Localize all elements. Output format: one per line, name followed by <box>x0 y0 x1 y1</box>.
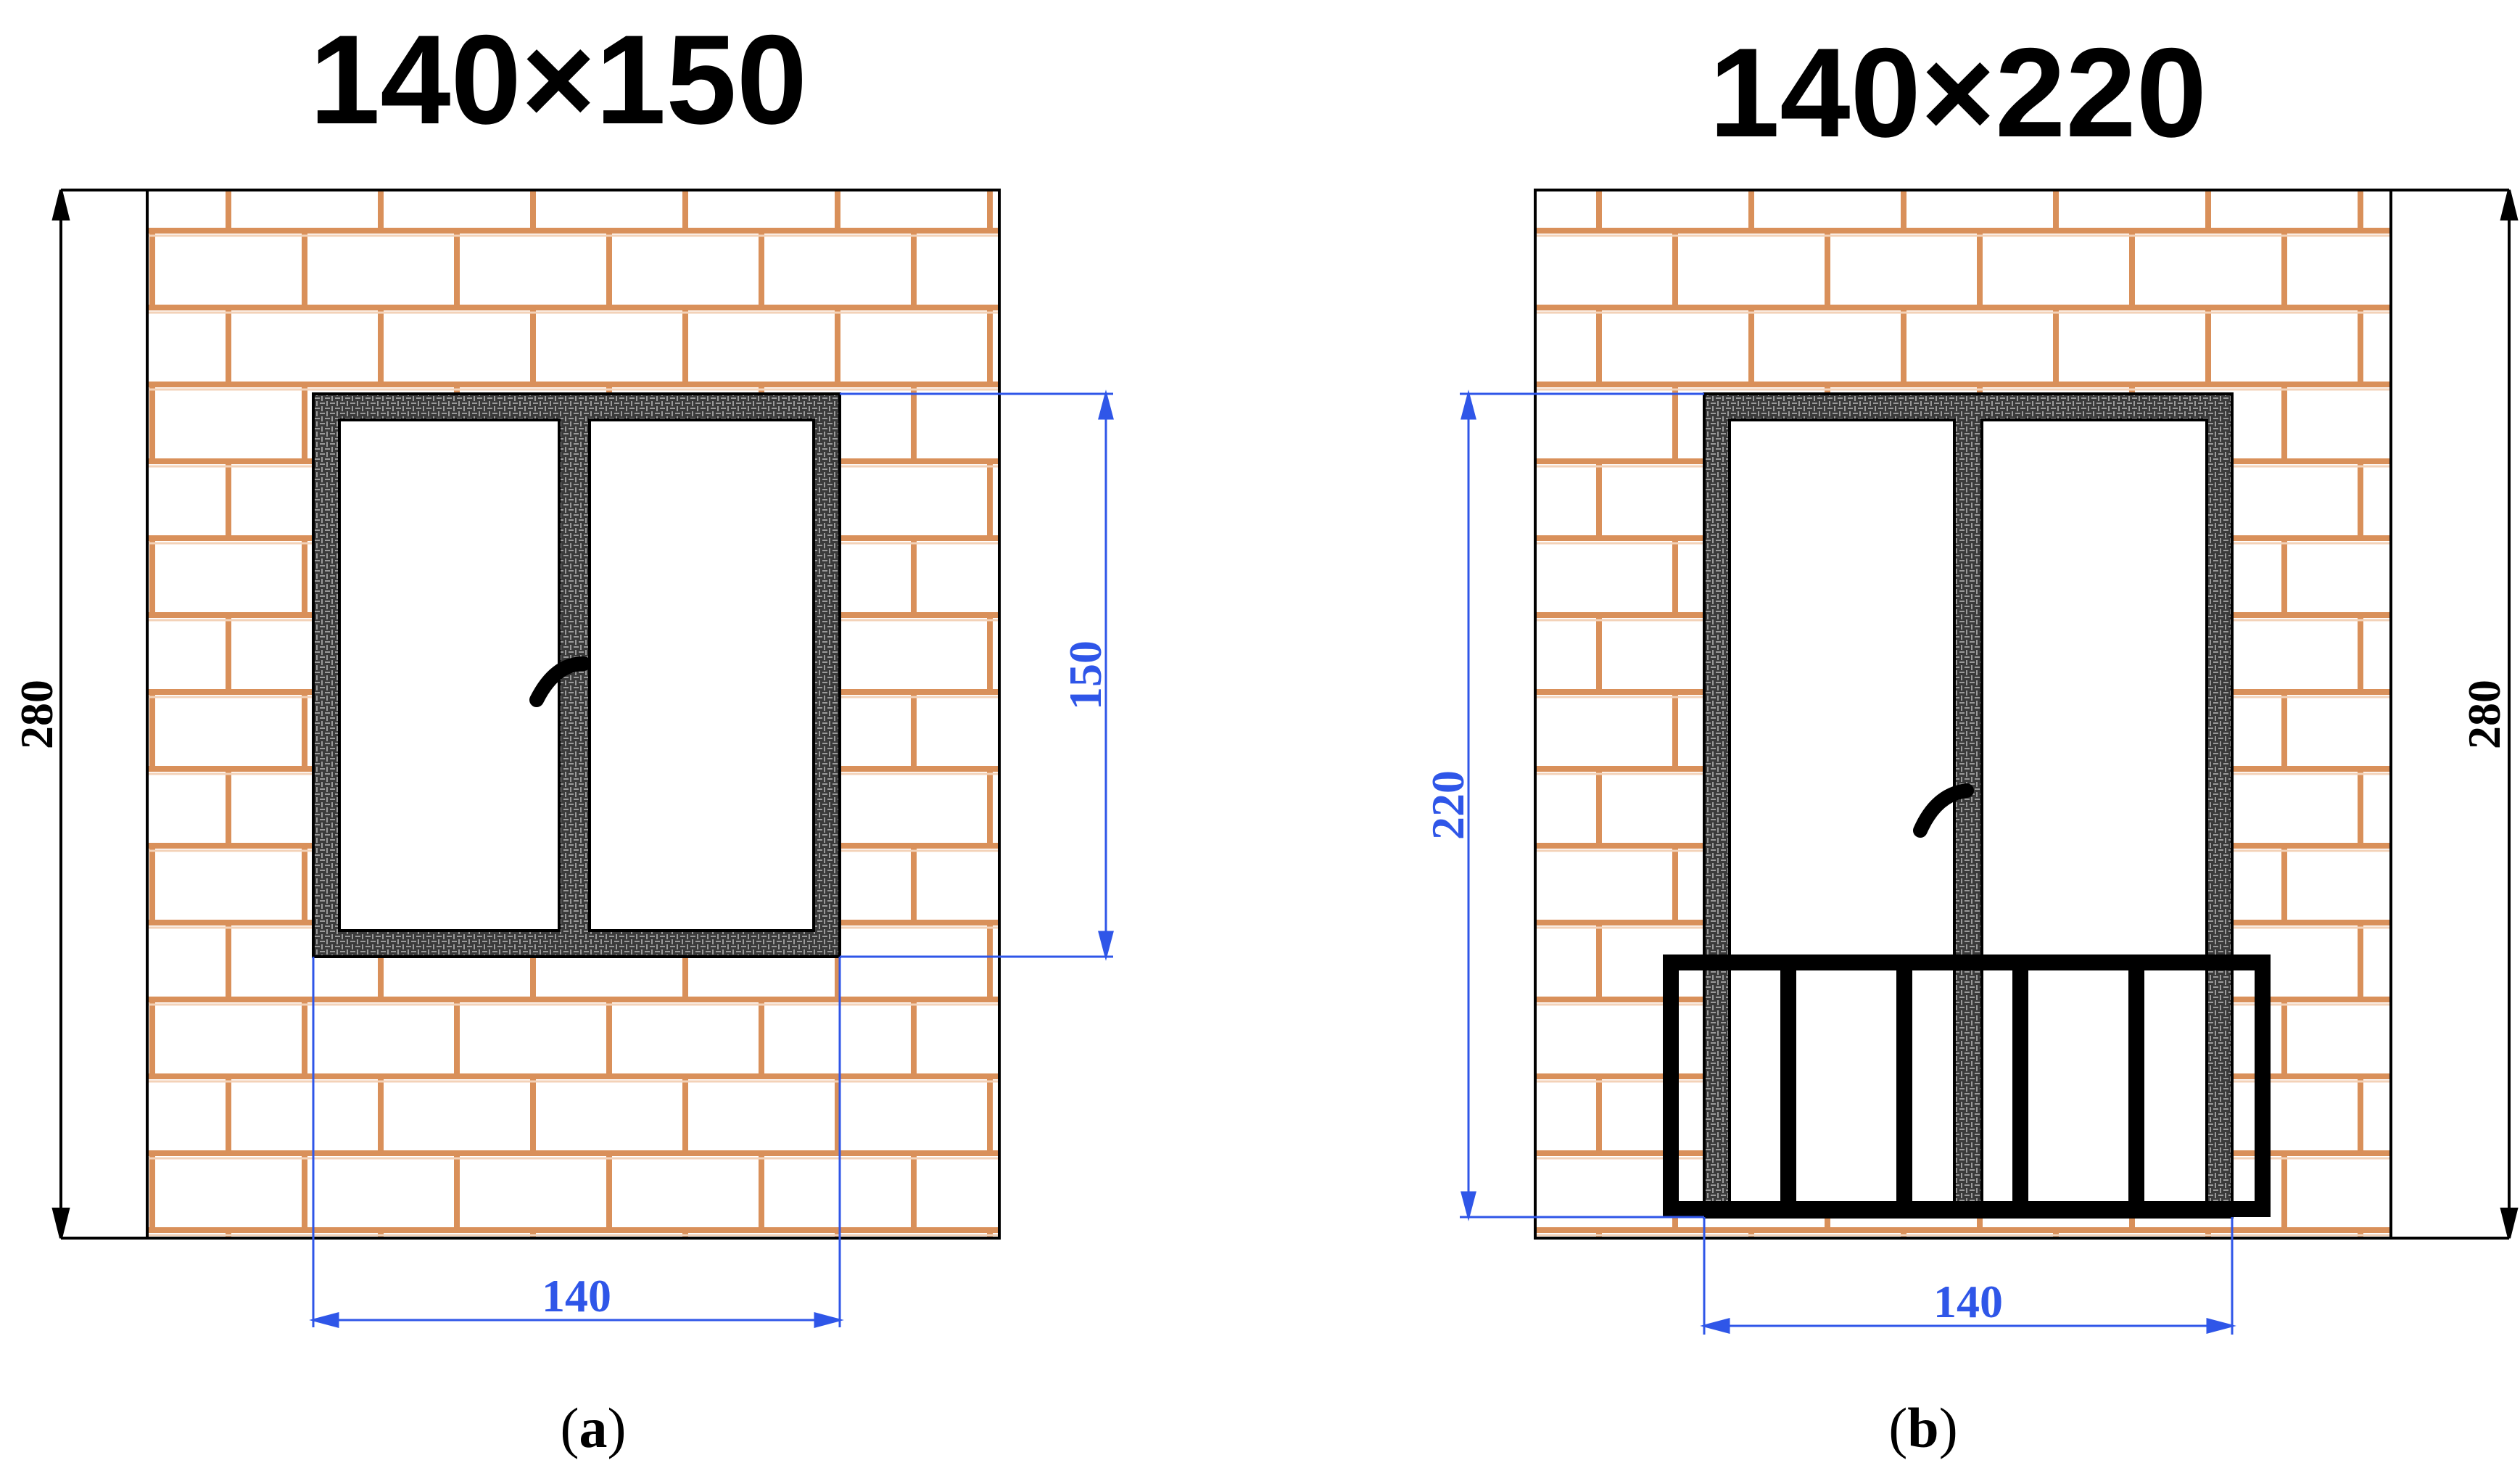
panel-b-opening-height-dimension <box>1460 389 1704 1221</box>
panel-b-caption-open: ( <box>1888 1396 1907 1459</box>
panel-a-window <box>312 392 841 958</box>
panel-a-wall-height-label: 280 <box>11 680 62 749</box>
panel-b-opening-width-label: 140 <box>1933 1276 2003 1327</box>
panel-b-caption-close: ) <box>1939 1396 1958 1459</box>
panel-a-caption: (a) <box>561 1396 627 1459</box>
panel-b-wall-height-label: 280 <box>2458 680 2510 749</box>
panel-a-caption-open: ( <box>561 1396 579 1459</box>
panel-b-wall-height-dimension <box>2391 189 2519 1240</box>
panel-a-opening-width-label: 140 <box>542 1270 611 1322</box>
panel-b-opening-width-dimension <box>1700 1217 2236 1335</box>
panel-b-caption: (b) <box>1888 1396 1957 1459</box>
panel-b: 140×220 280 <box>1422 22 2519 1459</box>
panel-a-wall-height-dimension <box>51 189 147 1240</box>
panel-a-caption-close: ) <box>608 1396 627 1459</box>
panel-b-balcony-railing <box>1663 955 2271 1217</box>
panel-b-title: 140×220 <box>1709 22 2207 164</box>
panel-a-opening-width-dimension <box>309 957 844 1328</box>
panel-b-opening-height-label: 220 <box>1422 770 1474 840</box>
panel-a-opening-height-label: 150 <box>1059 640 1111 710</box>
panel-b-door-left-pane <box>1728 419 1956 1219</box>
panel-a-window-right-pane <box>588 419 815 932</box>
panel-a-opening-height-dimension <box>840 389 1114 961</box>
panel-a-title: 140×150 <box>310 9 807 151</box>
panel-a-window-left-pane <box>338 419 561 932</box>
panel-b-door-handle-icon <box>1913 783 1974 838</box>
panel-a-caption-letter: a <box>579 1396 608 1459</box>
panel-a: 140×150 280 150 <box>11 9 1114 1459</box>
panel-b-caption-letter: b <box>1907 1396 1938 1459</box>
panel-a-window-handle-icon <box>529 656 591 707</box>
